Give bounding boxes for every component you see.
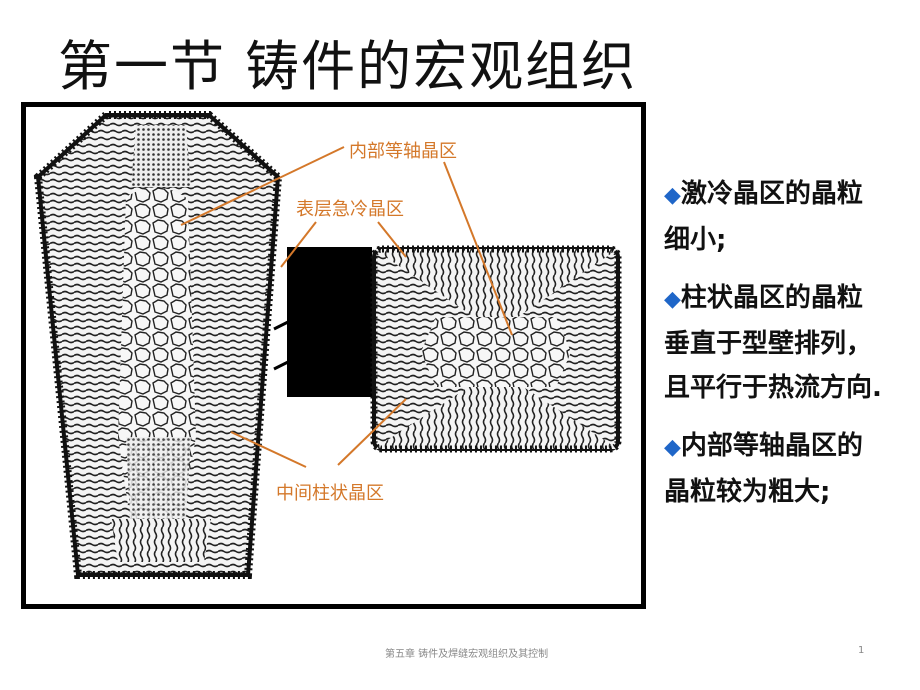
bullet-list: ◆激冷晶区的晶粒细小; ◆柱状晶区的晶粒垂直于型壁排列，且平行于热流方向. ◆内… xyxy=(664,172,884,528)
mould-block xyxy=(287,247,372,397)
bullet-item: ◆内部等轴晶区的晶粒较为粗大; xyxy=(664,424,884,514)
bullet-item: ◆柱状晶区的晶粒垂直于型壁排列，且平行于热流方向. xyxy=(664,276,884,410)
ingot-cross-section xyxy=(370,245,622,453)
bullet-item: ◆激冷晶区的晶粒细小; xyxy=(664,172,884,262)
macrostructure-figure: 内部等轴晶区 表层急冷晶区 中间柱状晶区 xyxy=(21,102,646,609)
bullet-text: 激冷晶区的晶粒细小; xyxy=(664,179,863,255)
callout-inner-equiaxed: 内部等轴晶区 xyxy=(349,141,457,162)
slide-title: 第一节 铸件的宏观组织 xyxy=(58,35,638,98)
callout-columnar: 中间柱状晶区 xyxy=(276,483,384,504)
footer-chapter-text: 第五章 铸件及焊缝宏观组织及其控制 xyxy=(385,649,549,660)
bullet-text: 内部等轴晶区的晶粒较为粗大; xyxy=(664,431,863,507)
bullet-text: 柱状晶区的晶粒垂直于型壁排列，且平行于热流方向. xyxy=(664,283,882,403)
diamond-bullet-icon: ◆ xyxy=(664,183,681,208)
callout-surface-chill: 表层急冷晶区 xyxy=(296,199,404,220)
macrostructure-illustration xyxy=(33,111,622,579)
diamond-bullet-icon: ◆ xyxy=(664,287,681,312)
callout-leaders xyxy=(180,146,513,468)
ingot-longitudinal-section xyxy=(33,111,283,579)
diamond-bullet-icon: ◆ xyxy=(664,435,681,460)
page-number: 1 xyxy=(858,645,865,656)
